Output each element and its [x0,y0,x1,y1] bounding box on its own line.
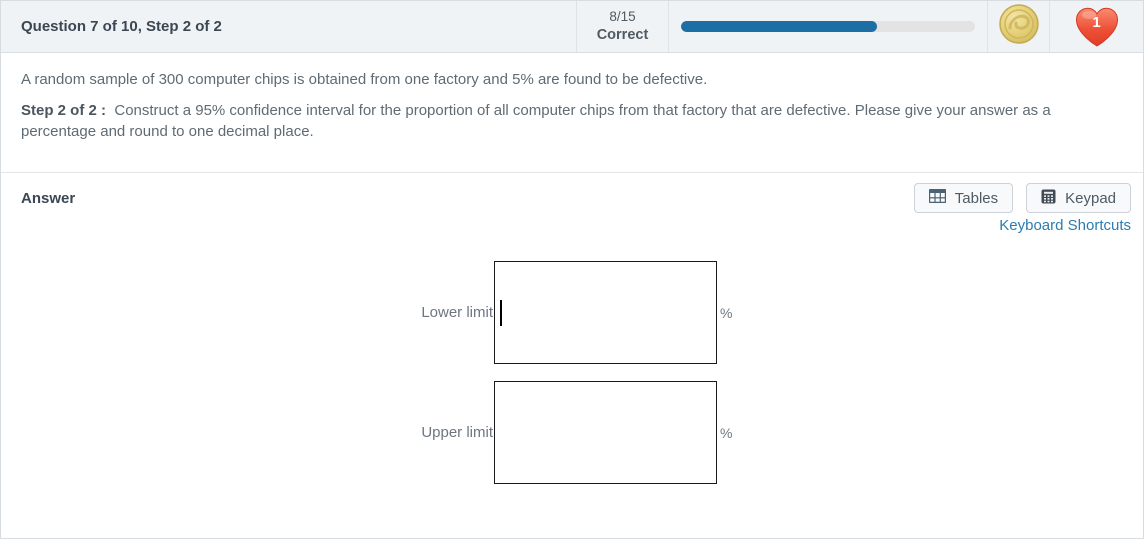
progress-bar-fill [681,21,878,32]
keypad-button-label: Keypad [1065,189,1116,207]
upper-limit-label: Upper limit [421,424,493,441]
answer-toolbar: Tables Keypad [913,183,1131,213]
answer-section: Answer Tables [1,173,1143,538]
step-label: Step 2 of 2 : [21,102,107,120]
question-section: A random sample of 300 computer chips is… [1,53,1143,173]
score-value: 8/15 [609,9,636,25]
answer-heading: Answer [21,190,76,207]
lower-limit-input[interactable] [494,261,717,364]
tables-icon [928,188,946,207]
lower-limit-row: Lower limit % [1,261,738,364]
tables-button-label: Tables [954,189,999,207]
text-caret [500,299,502,326]
coin-cell [987,1,1049,52]
question-step: Step 2 of 2 : Construct a 95% confidence… [21,101,1123,142]
question-progress-title: Question 7 of 10, Step 2 of 2 [21,18,222,35]
score-summary: 8/15 Correct [576,1,669,52]
upper-limit-input[interactable] [494,381,717,484]
lower-limit-label: Lower limit [421,304,493,321]
step-text: Construct a 95% confidence interval for … [21,102,1051,140]
lives-count: 1 [1092,13,1101,31]
lower-limit-percent-suffix: % [720,304,733,321]
header-bar: Question 7 of 10, Step 2 of 2 8/15 Corre… [1,1,1143,53]
lives-cell: 1 [1049,1,1143,52]
score-label: Correct [596,26,649,43]
keypad-button[interactable]: Keypad [1026,183,1131,213]
keypad-icon [1041,189,1056,208]
upper-limit-percent-suffix: % [720,424,733,441]
upper-limit-row: Upper limit % [1,381,738,484]
tables-button[interactable]: Tables [913,183,1014,213]
keyboard-shortcuts-link[interactable]: Keyboard Shortcuts [999,217,1131,234]
question-intro: A random sample of 300 computer chips is… [21,71,708,88]
progress-section [669,1,987,52]
coin-icon [998,4,1039,49]
progress-bar-track [681,21,975,32]
heart-icon: 1 [1074,6,1120,48]
